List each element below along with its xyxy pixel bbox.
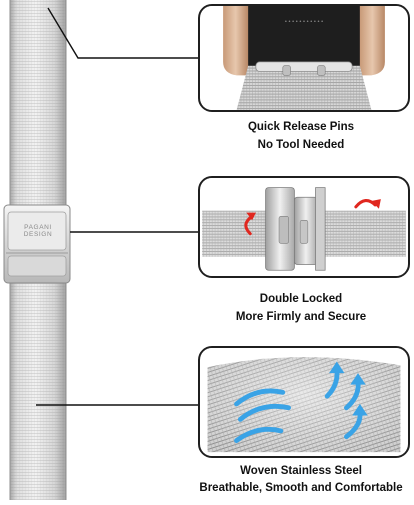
woven-mesh-panel [198,346,410,458]
clasp-lock-arrows-icon [202,178,406,276]
double-locked-clasp-panel [198,176,410,278]
quick-release-pins-title: Quick Release Pins [247,121,355,133]
mesh-watch-strap: PAGANI DESIGN [0,0,110,500]
mesh-airflow-arrows-icon [201,348,407,456]
quick-release-pin-panel: • • • • • • • • • • • [198,4,410,112]
double-locked-title: Double Locked [259,293,343,305]
woven-stainless-steel-title: Woven Stainless Steel [240,465,362,477]
more-firmly-secure-subtitle: More Firmly and Secure [235,311,367,323]
quick-release-pin-closeup-icon: • • • • • • • • • • • [201,6,407,110]
strap-brand-mark: PAGANI DESIGN [23,224,53,238]
breathable-smooth-comfortable-subtitle: Breathable, Smooth and Comfortable [199,482,403,494]
no-tool-needed-subtitle: No Tool Needed [257,139,345,151]
svg-text:• • • • • • • • • • •: • • • • • • • • • • • [285,17,323,23]
